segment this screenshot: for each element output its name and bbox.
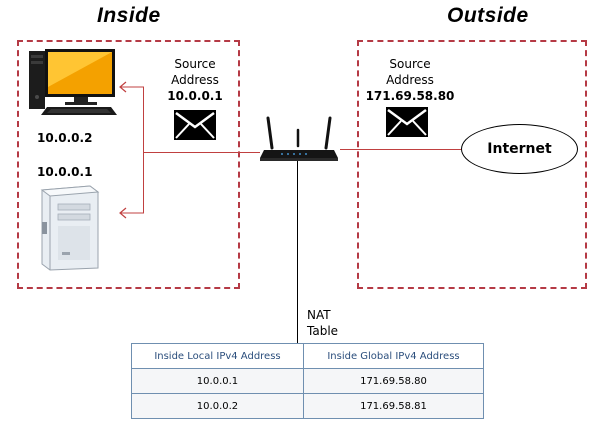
- inside-zone-title: Inside: [97, 4, 161, 27]
- internet-label: Internet: [487, 141, 552, 157]
- table-row: 10.0.0.1 171.69.58.80: [131, 368, 485, 394]
- inside-source-address-label: Source Address 10.0.0.1: [167, 57, 223, 103]
- desktop-computer-icon: [29, 49, 117, 115]
- server-ip-label: 10.0.0.1: [37, 165, 93, 179]
- arrow-to-server-icon: [119, 207, 144, 219]
- nat-cell-local: 10.0.0.1: [131, 368, 304, 394]
- desktop-ip-label: 10.0.0.2: [37, 131, 93, 145]
- nat-table-title: NAT Table: [307, 308, 339, 338]
- inside-zone: [17, 40, 240, 289]
- nat-cell-global: 171.69.58.81: [302, 393, 485, 419]
- nat-header-inside-local: Inside Local IPv4 Address: [131, 343, 304, 369]
- nat-cell-global: 171.69.58.80: [302, 368, 485, 394]
- internet-node: Internet: [461, 124, 578, 174]
- nat-cell-local: 10.0.0.2: [131, 393, 304, 419]
- server-icon: [40, 185, 100, 271]
- router-internet-link: [340, 149, 461, 150]
- inside-envelope-icon: [174, 110, 216, 140]
- arrow-to-desktop-icon: [119, 81, 144, 93]
- router-nat-link: [297, 160, 298, 343]
- outside-source-address-label: Source Address 171.69.58.80: [365, 57, 455, 103]
- nat-table-header-row: Inside Local IPv4 Address Inside Global …: [131, 343, 485, 369]
- outside-zone-title: Outside: [447, 4, 529, 27]
- nat-header-inside-global: Inside Global IPv4 Address: [302, 343, 485, 369]
- router-inside-link: [143, 152, 260, 153]
- nat-table: Inside Local IPv4 Address Inside Global …: [131, 343, 485, 419]
- outside-zone: [357, 40, 587, 289]
- router-icon: [260, 116, 338, 161]
- outside-envelope-icon: [386, 107, 428, 137]
- inside-bus: [143, 87, 144, 213]
- table-row: 10.0.0.2 171.69.58.81: [131, 393, 485, 419]
